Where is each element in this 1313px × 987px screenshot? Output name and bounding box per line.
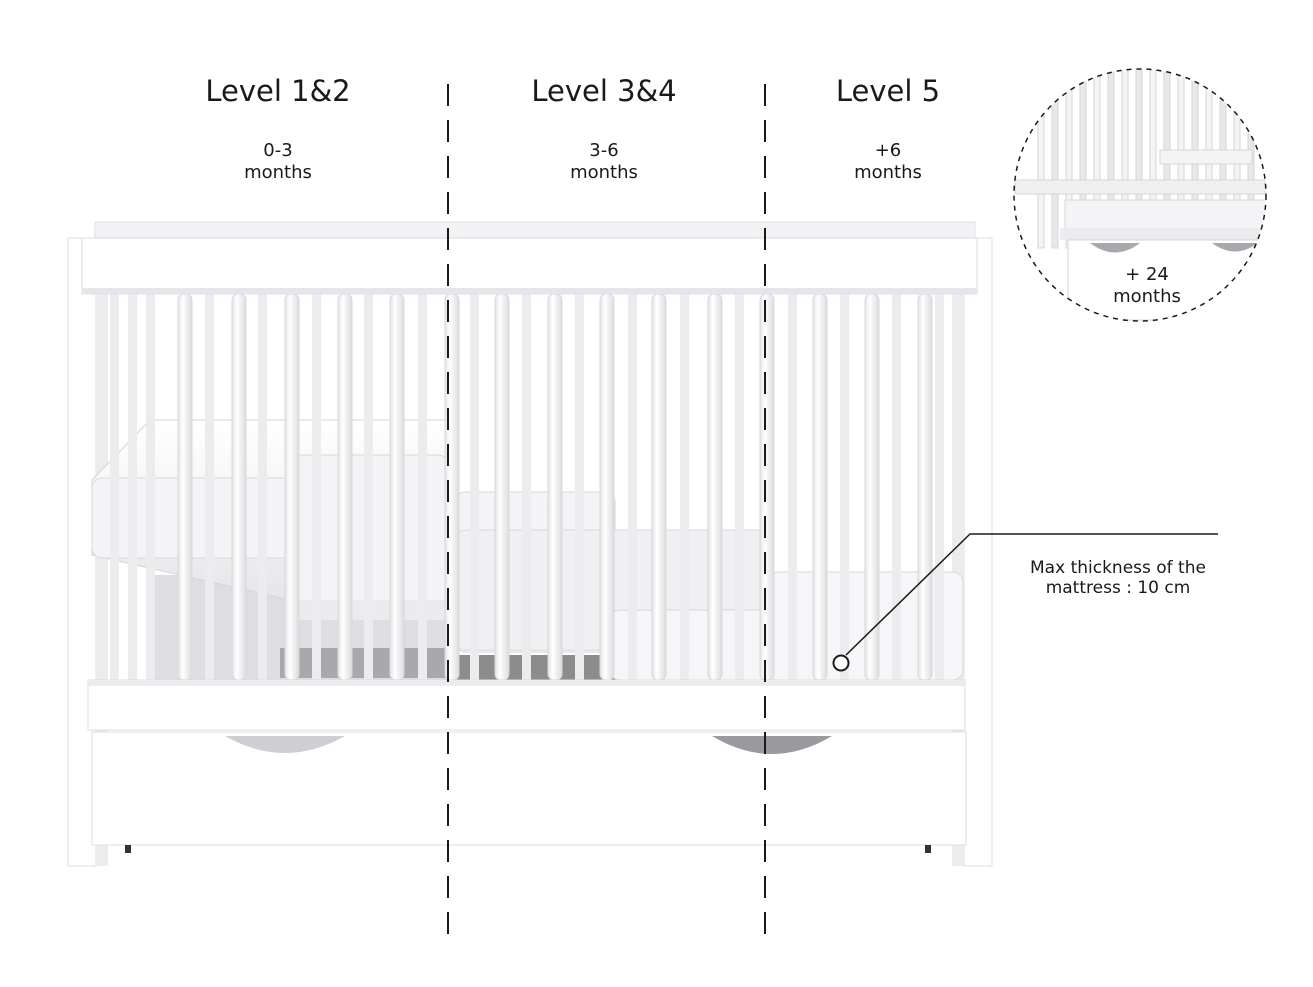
level-1-2-title: Level 1&2 — [205, 74, 351, 108]
mattress-thickness-note-line1: Max thickness of the — [1030, 558, 1206, 578]
crib-back-slat — [575, 294, 584, 680]
callout-marker — [832, 654, 850, 672]
crib-front-slat — [707, 293, 723, 681]
crib-back-slat — [128, 294, 137, 680]
crib-top-rail — [81, 237, 978, 295]
mattress-thickness-note-line2: mattress : 10 cm — [1045, 578, 1191, 599]
crib-bottom-rail — [87, 679, 966, 731]
level-3-4-age: 3-6 months — [524, 140, 684, 183]
level-3-4-title: Level 3&4 — [531, 74, 677, 108]
crib-front-slat — [337, 293, 353, 681]
crib-front-slat — [389, 293, 405, 681]
level-1-2-age-unit: months — [244, 161, 312, 183]
crib-front-slat — [547, 293, 563, 681]
crib-back-slat — [364, 294, 373, 680]
drawer-handle-left — [225, 736, 345, 753]
crib-back-slat — [146, 294, 155, 680]
crib-back-slat — [522, 294, 531, 680]
level-1-2-age: 0-3 months — [198, 140, 358, 183]
crib-back-slat — [470, 294, 479, 680]
crib-back-slat — [312, 294, 321, 680]
inset-circle-border — [1013, 68, 1267, 322]
level-1-2-age-range: 0-3 — [263, 140, 293, 161]
crib-back-rail — [94, 221, 976, 241]
level-3-4-age-range: 3-6 — [589, 140, 619, 161]
level-3-4-age-unit: months — [570, 161, 638, 183]
crib-back-slat — [418, 294, 427, 680]
level-5-age: +6 months — [808, 140, 968, 183]
crib-drawer — [91, 731, 967, 853]
crib-back-slat — [628, 294, 637, 680]
crib-back-slat — [205, 294, 214, 680]
level-5-age-range: +6 — [874, 140, 902, 161]
inset-age: + 24 months — [1077, 264, 1217, 307]
crib-back-slat — [258, 294, 267, 680]
crib-front-slat — [812, 293, 828, 681]
crib-front-slat — [284, 293, 300, 681]
crib-front-slat — [494, 293, 510, 681]
crib-back-slat — [935, 294, 944, 680]
crib-front-slat — [759, 293, 775, 681]
crib-slats — [110, 293, 944, 681]
crib-back-slat — [680, 294, 689, 680]
inset-age-unit: months — [1113, 285, 1181, 307]
drawer-handle-right — [712, 736, 832, 754]
crib-front-slat — [599, 293, 615, 681]
crib-front-slat — [177, 293, 193, 681]
crib-front-slat — [651, 293, 667, 681]
inset-slat — [1037, 69, 1045, 249]
inset-age-range: + 24 — [1125, 264, 1169, 285]
crib-back-slat — [788, 294, 797, 680]
crib-back-slat — [110, 294, 119, 680]
inset-slat — [1051, 69, 1059, 249]
mattress-thickness-note: Max thickness of the mattress : 10 cm — [1008, 558, 1228, 599]
inset-detail — [1013, 68, 1267, 322]
crib-back-slat — [892, 294, 901, 680]
crib-front-slat — [917, 293, 933, 681]
crib-front-slat — [231, 293, 247, 681]
level-5-age-unit: months — [854, 161, 922, 183]
crib-front-slat — [864, 293, 880, 681]
level-5-title: Level 5 — [835, 74, 941, 108]
mattress-callout — [832, 533, 1218, 672]
crib-back-slat — [735, 294, 744, 680]
crib-back-slat — [840, 294, 849, 680]
